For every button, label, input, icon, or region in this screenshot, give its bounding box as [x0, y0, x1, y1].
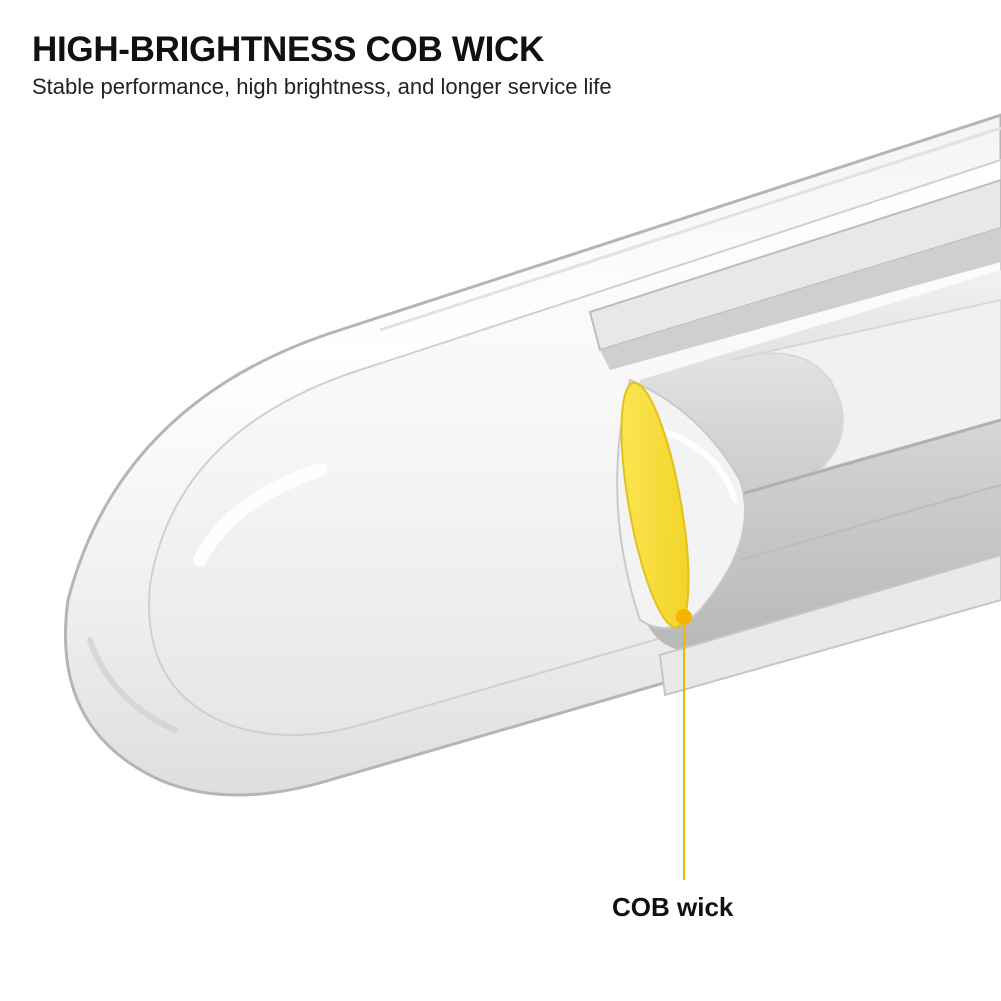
- callout-dot: [676, 609, 692, 625]
- cob-chip: [620, 381, 690, 629]
- page-title: HIGH-BRIGHTNESS COB WICK: [32, 30, 544, 69]
- page-subtitle: Stable performance, high brightness, and…: [32, 74, 612, 99]
- callout-label: COB wick: [612, 892, 734, 922]
